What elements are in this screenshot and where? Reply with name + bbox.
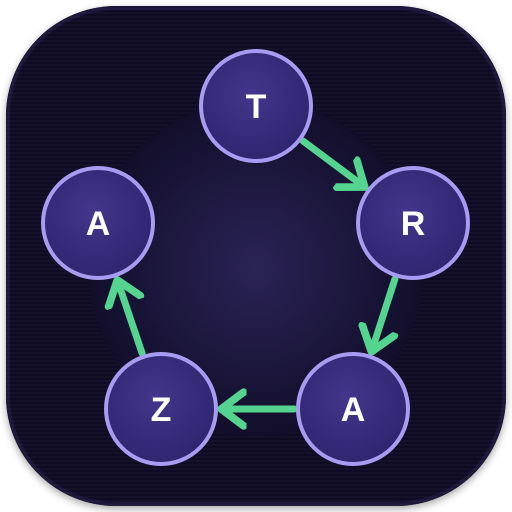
letter-node-circle [199,49,313,163]
arrow-2-to-3 [372,275,399,349]
letter-node-4[interactable]: Z [104,352,218,466]
letter-node-circle [356,166,470,280]
word-wheel-board: T R A Z A [6,6,506,506]
letter-node-circle [104,352,218,466]
letter-node-label: A [341,391,366,429]
letter-nodes: T R A Z A [41,49,470,466]
connection-arrows [118,137,399,409]
letter-node-5[interactable]: A [41,166,155,280]
arrow-1-to-2 [299,137,362,185]
letter-node-2[interactable]: R [356,166,470,280]
arrow-4-to-5 [118,283,146,357]
letter-node-1[interactable]: T [199,49,313,163]
app-icon: T R A Z A [6,6,506,506]
letter-node-label: T [246,88,267,126]
letter-node-label: R [401,205,426,243]
letter-node-circle [296,352,410,466]
letter-node-circle [41,166,155,280]
letter-node-3[interactable]: A [296,352,410,466]
letter-node-label: A [86,205,111,243]
letter-node-label: Z [151,391,172,429]
